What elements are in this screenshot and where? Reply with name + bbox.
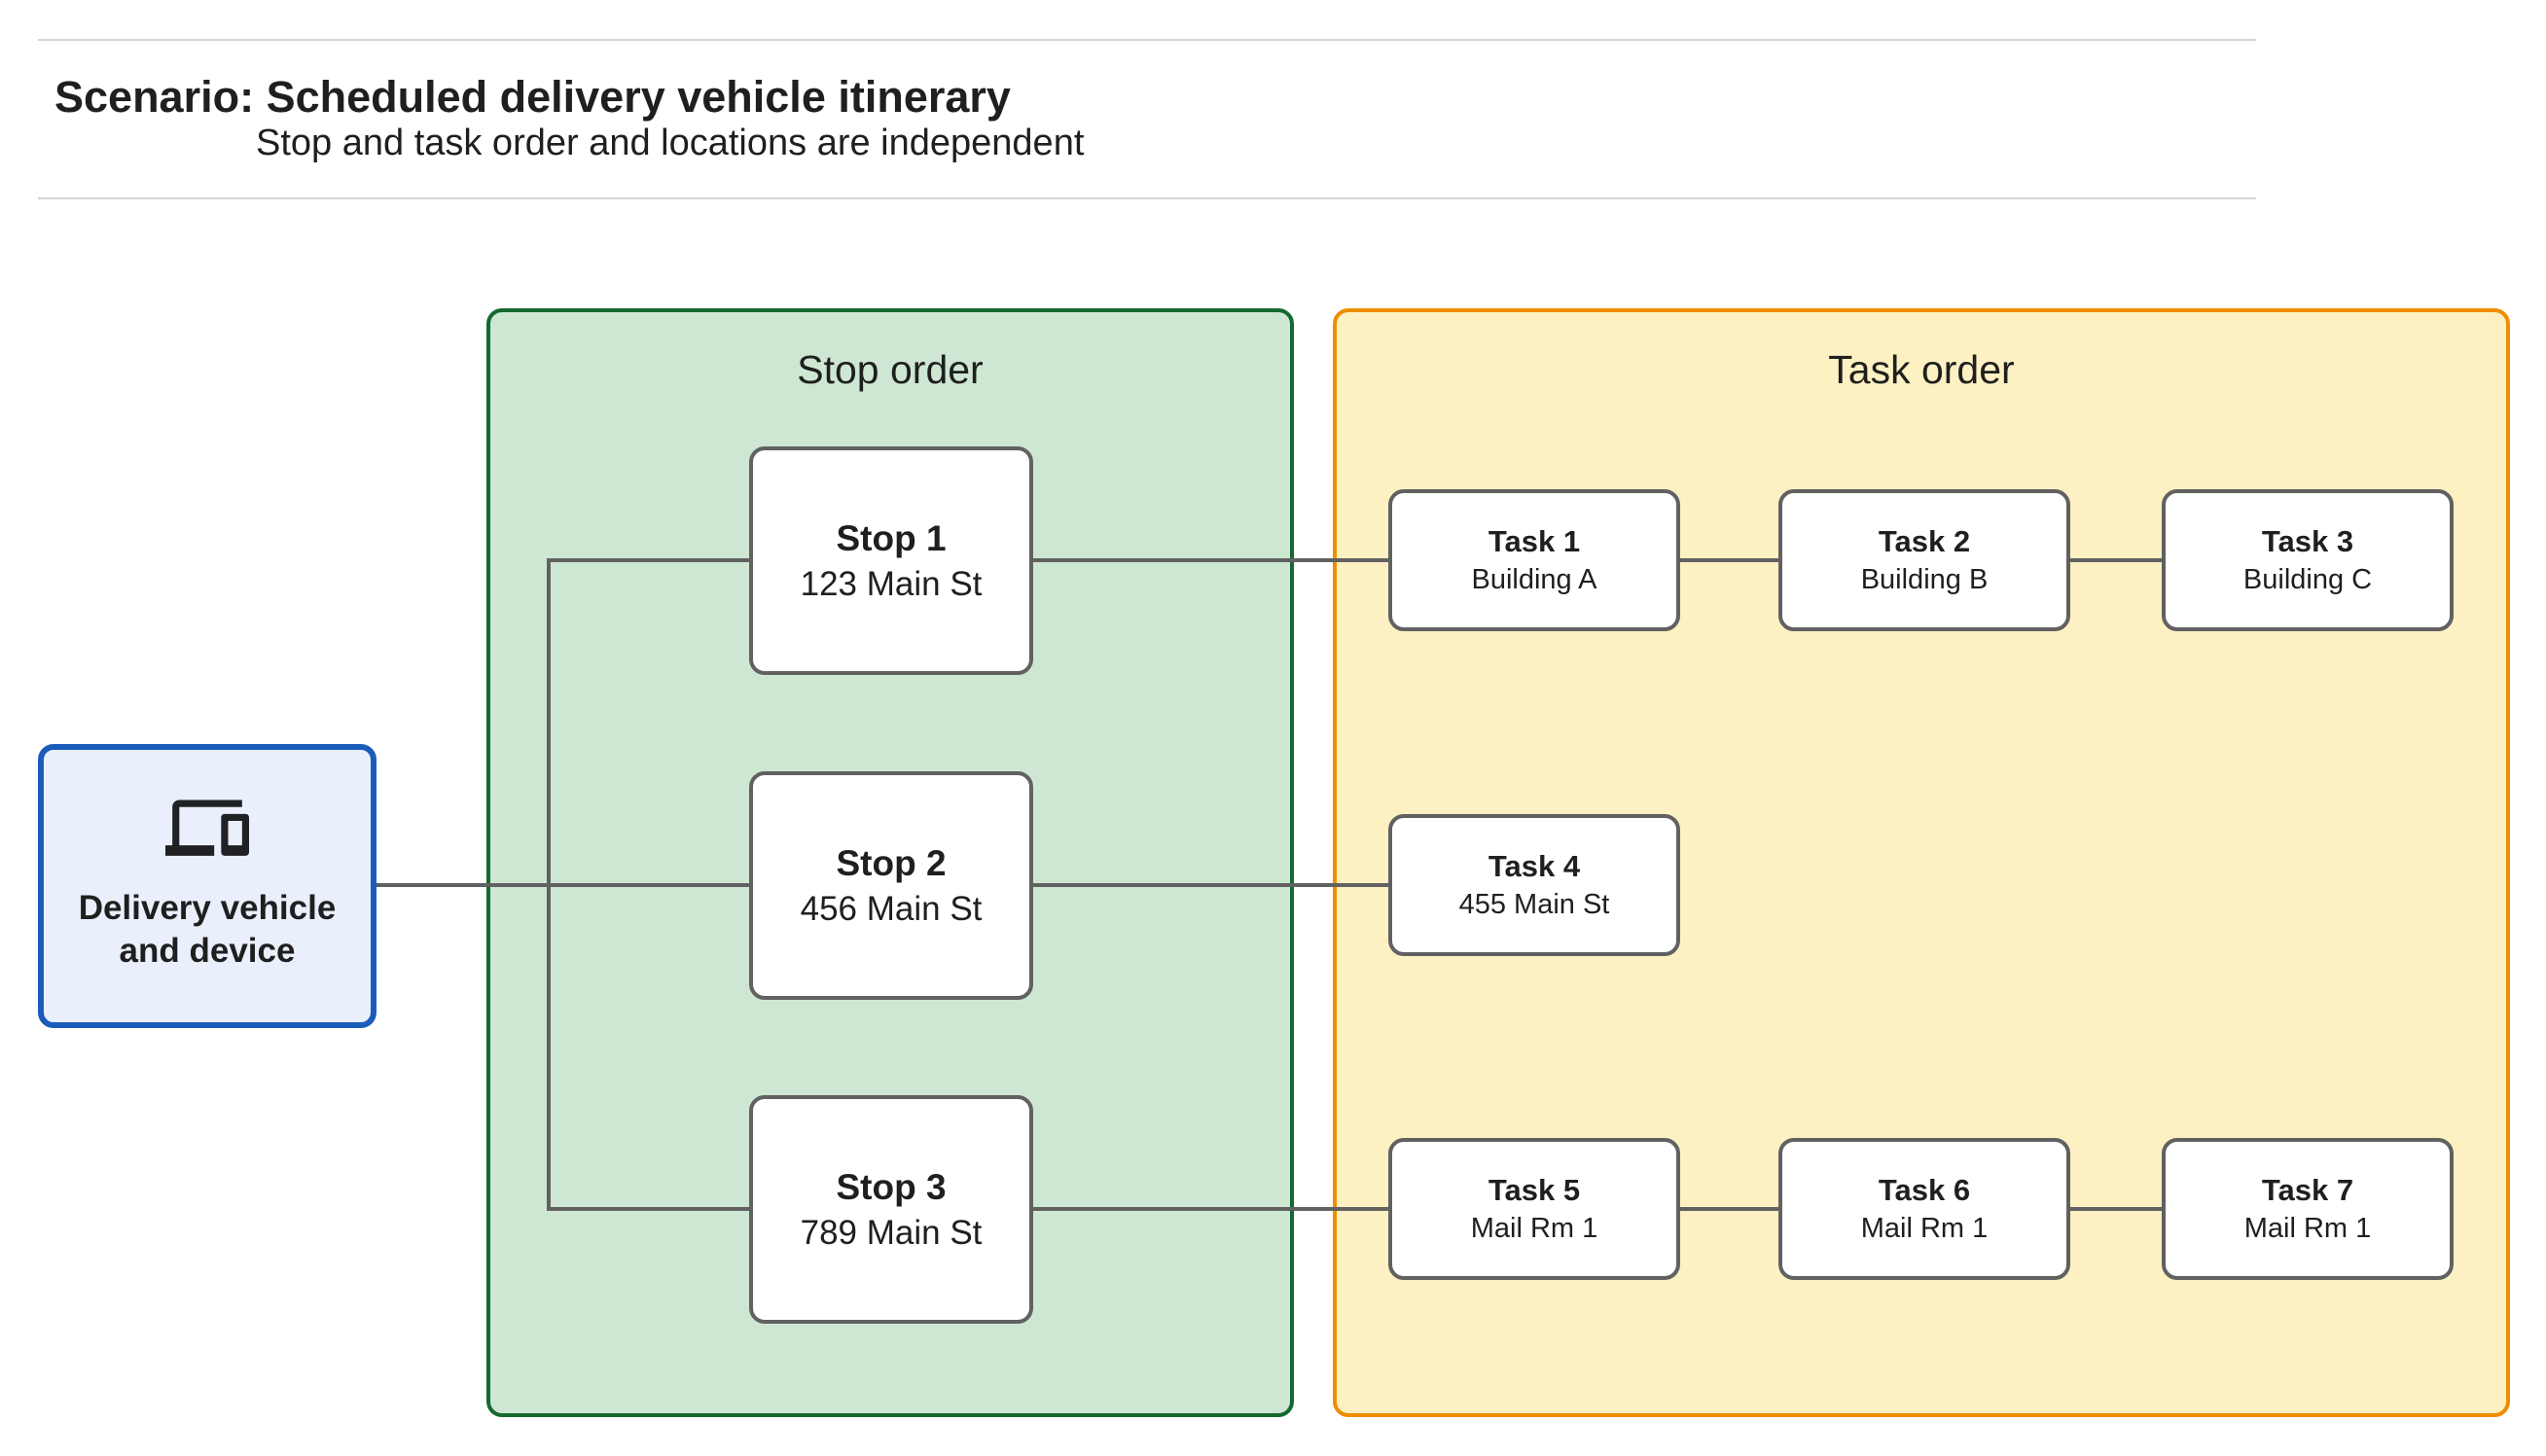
header-divider-top — [38, 39, 2256, 41]
connector-vehicle-to-stop2 — [377, 883, 749, 887]
stop3-title: Stop 3 — [836, 1166, 947, 1207]
task5-node: Task 5 Mail Rm 1 — [1388, 1138, 1680, 1280]
stop3-location: 789 Main St — [800, 1213, 983, 1252]
stop1-location: 123 Main St — [800, 564, 983, 603]
task7-title: Task 7 — [2261, 1173, 2354, 1207]
task6-title: Task 6 — [1878, 1173, 1971, 1207]
connector-task2-to-task3 — [2070, 558, 2162, 562]
task6-location: Mail Rm 1 — [1860, 1213, 1989, 1244]
page-title: Scenario: Scheduled delivery vehicle iti… — [54, 72, 1011, 122]
task4-location: 455 Main St — [1458, 889, 1610, 920]
connector-stop2-to-task4 — [1033, 883, 1388, 887]
stop-order-panel-title: Stop order — [797, 347, 984, 392]
task1-location: Building A — [1471, 564, 1597, 595]
connector-task1-to-task2 — [1680, 558, 1778, 562]
task4-title: Task 4 — [1488, 849, 1581, 883]
stop1-title: Stop 1 — [836, 517, 947, 558]
task-order-panel-title: Task order — [1828, 347, 2015, 392]
task5-title: Task 5 — [1488, 1173, 1581, 1207]
page-subtitle: Stop and task order and locations are in… — [256, 123, 1085, 163]
task1-title: Task 1 — [1488, 524, 1581, 558]
task2-node: Task 2 Building B — [1778, 489, 2070, 631]
delivery-vehicle-label: Delivery vehicle and device — [78, 889, 337, 970]
devices-icon — [165, 799, 249, 856]
task1-node: Task 1 Building A — [1388, 489, 1680, 631]
stop2-title: Stop 2 — [836, 842, 947, 883]
delivery-vehicle-node: Delivery vehicle and device — [38, 744, 377, 1028]
task2-title: Task 2 — [1878, 524, 1971, 558]
connector-task6-to-task7 — [2070, 1207, 2162, 1211]
task6-node: Task 6 Mail Rm 1 — [1778, 1138, 2070, 1280]
header-divider-bottom — [38, 197, 2256, 199]
task2-location: Building B — [1860, 564, 1989, 595]
task5-location: Mail Rm 1 — [1470, 1213, 1598, 1244]
connector-stop3-to-task5 — [1033, 1207, 1388, 1211]
connector-trunk-to-stop3 — [547, 1207, 749, 1211]
task7-node: Task 7 Mail Rm 1 — [2162, 1138, 2454, 1280]
stop2-node: Stop 2 456 Main St — [749, 771, 1033, 1000]
task7-location: Mail Rm 1 — [2243, 1213, 2372, 1244]
stop3-node: Stop 3 789 Main St — [749, 1095, 1033, 1324]
stop1-node: Stop 1 123 Main St — [749, 446, 1033, 675]
task3-title: Task 3 — [2261, 524, 2354, 558]
task4-node: Task 4 455 Main St — [1388, 814, 1680, 956]
connector-trunk-to-stop1 — [547, 558, 749, 562]
task3-location: Building C — [2242, 564, 2373, 595]
connector-trunk-vertical — [547, 558, 551, 1211]
stop2-location: 456 Main St — [800, 889, 983, 928]
connector-stop1-to-task1 — [1033, 558, 1388, 562]
connector-task5-to-task6 — [1680, 1207, 1778, 1211]
task3-node: Task 3 Building C — [2162, 489, 2454, 631]
